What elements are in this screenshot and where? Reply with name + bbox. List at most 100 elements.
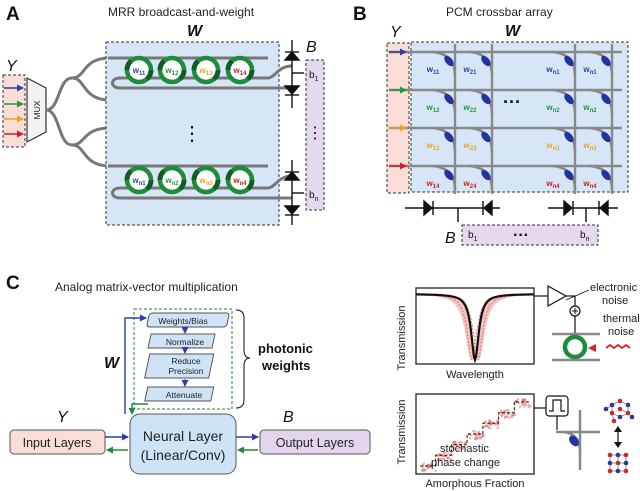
amplifier-icon	[547, 284, 568, 308]
panel-a-splitter	[45, 56, 111, 168]
panel-a-bias-top: b1	[309, 70, 319, 83]
panel-c-photonic-label-2: weights	[261, 358, 310, 373]
panel-c-title: Analog matrix-vector multiplication	[55, 280, 238, 294]
crossbar-weight-label: wn1	[545, 65, 560, 76]
panel-b-bias-box	[461, 224, 599, 246]
pcm-cell	[564, 55, 574, 67]
panel-b-input-box	[386, 42, 410, 194]
lattice-atom	[623, 468, 629, 474]
panel-a-dots: ⋮	[182, 123, 202, 145]
panel-c-photonic-box	[133, 308, 233, 410]
crossbar-weight-label: w14	[426, 179, 441, 190]
plot2-ylabel: Transmission	[396, 400, 408, 465]
pcm-cell	[481, 93, 491, 105]
pcm-cell	[564, 93, 574, 105]
panel-c-input-layers	[9, 429, 106, 455]
ring-weight-label: w14	[233, 66, 248, 77]
panel-a: A MRR broadcast-and-weight W Y MUX	[2, 4, 325, 226]
panel-c-letter: C	[6, 273, 20, 294]
panel-a-mux-label: MUX	[32, 100, 42, 119]
panel-c-input-layers-label: Input Layers	[23, 436, 92, 450]
panel-b-letter: B	[353, 4, 367, 25]
panel-c-return-arrow	[128, 403, 148, 415]
pcm-cell	[601, 55, 611, 67]
crossbar-weight-label: wn3	[582, 141, 597, 152]
crossbar-weight-label: w11	[426, 65, 440, 76]
pcm-cell	[481, 169, 491, 181]
panel-b-bias-left: b1	[468, 230, 478, 243]
plot2-xlabel: Amorphous Fraction	[425, 478, 524, 490]
panel-c-output-layers-label: Output Layers	[276, 436, 355, 450]
panel-c-layer-arrows	[105, 433, 259, 454]
panel-c-output-layers	[259, 429, 371, 455]
crossbar-weight-label: wn1	[582, 65, 597, 76]
panel-a-bias-symbol: B	[306, 39, 317, 56]
plot2-stochastic-label-2: phase change	[431, 457, 500, 469]
panel-c-step-normalize-label: Normalize	[166, 337, 205, 347]
ring-resonator-icon	[562, 334, 588, 360]
crossbar-weight-label: wn2	[545, 103, 560, 114]
pcm-cell	[601, 169, 611, 181]
panel-c-photonic-label-1: photonic	[258, 341, 313, 356]
crossbar-weight-label: wn4	[545, 179, 560, 190]
crossbar-weight-label: wn3	[545, 141, 560, 152]
plot2-stochastic-label-1: stochastic	[440, 443, 489, 455]
crossbar-weight-label: w24	[463, 179, 478, 190]
ring-weight-label: w12	[165, 66, 180, 77]
ring-weight-label: wn3	[198, 176, 213, 187]
panel-c-neural-layer-label-2: (Linear/Conv)	[141, 447, 226, 463]
panel-c-step-weights-label: Weights/Bias	[158, 316, 207, 326]
panel-a-input-arrows	[4, 84, 24, 138]
crossbar-weight-label: w13	[426, 141, 441, 152]
panel-a-photodiodes	[283, 40, 304, 225]
panel-a-title: MRR broadcast-and-weight	[108, 5, 255, 19]
panel-c-neural-layer-label-1: Neural Layer	[143, 428, 223, 444]
crossbar-weight-label: w21	[463, 65, 478, 76]
electronic-noise-label-2: noise	[602, 295, 628, 307]
pcm-cell-icon	[569, 435, 579, 447]
panel-a-matrix-symbol: W	[187, 23, 204, 40]
pcm-cell	[444, 131, 454, 143]
noise-schematic: electronic noise thermal noise	[534, 282, 640, 362]
pcm-cell	[444, 93, 454, 105]
panel-b-dots: ···	[503, 92, 521, 112]
crossbar-weight-label: w22	[463, 103, 478, 114]
ring-weight-label: wn4	[232, 176, 247, 187]
crossbar-weight-label: w23	[463, 141, 478, 152]
panel-c-forward-arrow	[124, 314, 147, 414]
panel-c-input-symbol: Y	[57, 409, 69, 426]
panel-c-step-attenuate	[144, 386, 215, 402]
plot1-curve	[416, 293, 534, 364]
panel-b-matrix-symbol: W	[505, 23, 522, 40]
ring-weight-label: wn2	[164, 176, 179, 187]
ring-weight-label: w13	[199, 66, 214, 77]
panel-c: C Analog matrix-vector multiplication W …	[6, 273, 640, 490]
panel-b-crossbar-grid: w11 w21 wn1 wn1 w12 w22 wn2 wn2 w13 w23 wn3 wn3 w14 w…	[389, 44, 622, 194]
panel-a-bias-box	[305, 59, 325, 211]
pcm-cell	[601, 131, 611, 143]
electronic-noise-label-1: electronic	[590, 282, 638, 294]
crossbar-weight-label: wn4	[582, 179, 597, 190]
pcm-cell	[481, 131, 491, 143]
pcm-cell	[564, 169, 574, 181]
panel-c-step-attenuate-label: Attenuate	[166, 390, 203, 400]
panel-a-input-box	[2, 74, 26, 148]
panel-c-neural-layer	[129, 413, 237, 475]
panel-b-photodiodes	[405, 199, 618, 222]
panel-c-step-normalize	[147, 333, 216, 349]
thermal-noise-label-2: noise	[608, 326, 634, 338]
panel-a-bias-bottom: bn	[309, 190, 319, 203]
panel-a-input-symbol: Y	[6, 58, 18, 75]
crystal-lattices	[603, 398, 635, 474]
pcm-cell	[601, 93, 611, 105]
panel-b-title: PCM crossbar array	[446, 5, 553, 19]
plot2-staircase	[420, 401, 530, 467]
panel-a-bias-dots: ⋮	[307, 125, 323, 142]
ring-weight-label: wn1	[131, 176, 146, 187]
panel-b-bias-right: bn	[580, 230, 590, 243]
crossbar-weight-label: w12	[426, 103, 441, 114]
pcm-cell	[444, 55, 454, 67]
crossbar-weight-label: wn2	[582, 103, 597, 114]
